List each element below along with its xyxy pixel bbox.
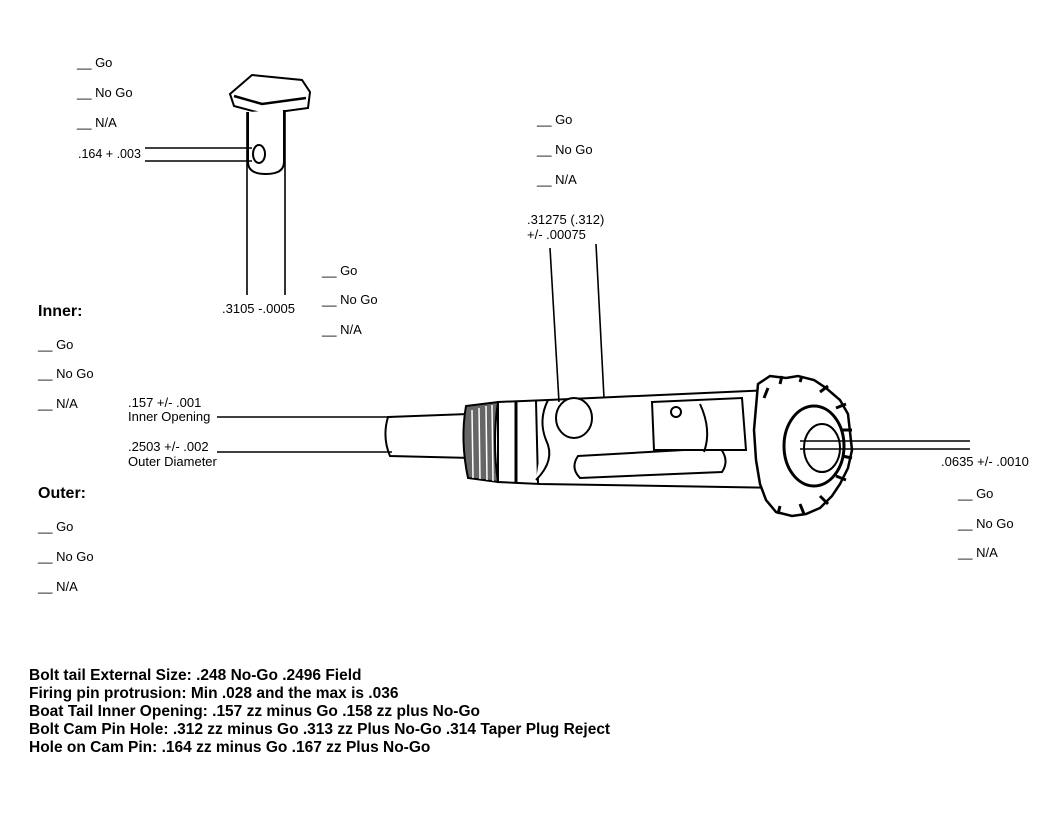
pin-hole-dimension: .164 + .003 [78, 147, 141, 161]
note-bolt-tail: Bolt tail External Size: .248 No-Go .249… [29, 667, 362, 684]
inner-heading: Inner: [38, 303, 83, 320]
inner-opening-value: .157 +/- .001 [128, 395, 202, 410]
bolt-leaders [217, 243, 970, 453]
cam-pin-go[interactable]: __ Go [77, 55, 113, 70]
cam-hole-na[interactable]: __ N/A [537, 172, 577, 187]
pin-dia-go[interactable]: __ Go [322, 263, 358, 278]
note-firing-pin: Firing pin protrusion: Min .028 and the … [29, 685, 399, 702]
inner-go[interactable]: __ Go [38, 337, 74, 352]
cam-hole-nogo[interactable]: __ No Go [537, 142, 593, 157]
cam-pin-na[interactable]: __ N/A [77, 115, 117, 130]
note-boat-tail: Boat Tail Inner Opening: .157 zz minus G… [29, 703, 480, 720]
bolt-drawing [384, 374, 854, 518]
pin-dia-nogo[interactable]: __ No Go [322, 292, 378, 307]
protrusion-dimension: .0635 +/- .0010 [941, 454, 1029, 469]
inner-nogo[interactable]: __ No Go [38, 366, 94, 381]
bolt-tail [384, 412, 474, 460]
cam-hole-dimension: .31275 (.312) [527, 212, 605, 227]
inner-opening-label: Inner Opening [128, 409, 211, 424]
firing-pin-hole [803, 423, 841, 473]
cam-pin-nogo[interactable]: __ No Go [77, 85, 133, 100]
bolt-cam-hole [555, 397, 593, 439]
inner-na[interactable]: __ N/A [38, 396, 78, 411]
protrusion-na[interactable]: __ N/A [958, 545, 998, 560]
note-hole-on-cam-pin: Hole on Cam Pin: .164 zz minus Go .167 z… [29, 739, 431, 756]
outer-go[interactable]: __ Go [38, 519, 74, 534]
cam-hole-tolerance: +/- .00075 [527, 227, 586, 242]
outer-heading: Outer: [38, 485, 86, 502]
pin-diameter-dimension: .3105 -.0005 [222, 301, 296, 316]
protrusion-nogo[interactable]: __ No Go [958, 516, 1014, 531]
pin-dia-na[interactable]: __ N/A [322, 322, 362, 337]
outer-nogo[interactable]: __ No Go [38, 549, 94, 564]
cam-pin-head [228, 73, 312, 116]
outer-diameter-value: .2503 +/- .002 [128, 439, 209, 454]
cam-pin-drawing [228, 73, 312, 176]
spec-notes: Bolt tail External Size: .248 No-Go .249… [29, 667, 610, 757]
cam-pin-shaft [247, 110, 285, 176]
cam-pin-hole [252, 144, 266, 164]
protrusion-go[interactable]: __ Go [958, 486, 994, 501]
cam-hole-go[interactable]: __ Go [537, 112, 573, 127]
outer-na[interactable]: __ N/A [38, 579, 78, 594]
outer-diameter-label: Outer Diameter [128, 454, 217, 469]
note-cam-pin-hole: Bolt Cam Pin Hole: .312 zz minus Go .313… [29, 721, 611, 738]
cam-pin-leaders [145, 110, 286, 295]
